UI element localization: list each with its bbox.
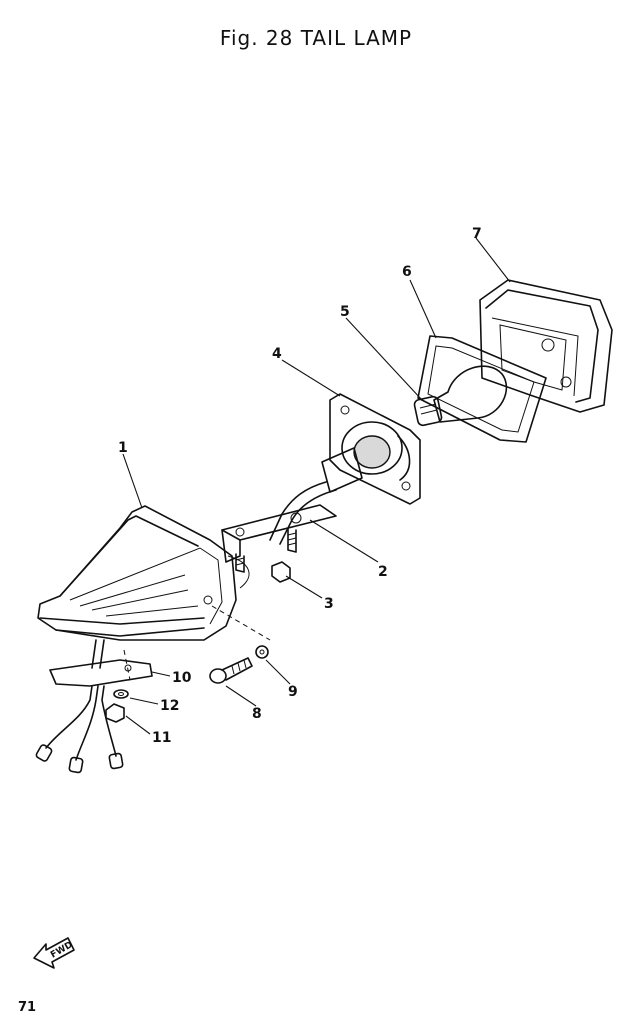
part-10-plate <box>49 639 153 687</box>
page-number: 71 <box>18 1000 37 1015</box>
callout-9: 9 <box>288 684 298 700</box>
part-9-washer <box>255 645 269 659</box>
part-3-nut <box>271 561 291 583</box>
part-11-nut <box>105 703 125 723</box>
part-6-gasket <box>417 335 547 443</box>
leader-lines <box>122 237 511 735</box>
callout-4: 4 <box>272 346 282 362</box>
callout-2: 2 <box>378 564 388 580</box>
callout-11: 11 <box>152 730 171 746</box>
part-2-bracket <box>221 504 337 573</box>
callout-5: 5 <box>340 304 350 320</box>
wire-harness <box>35 685 124 774</box>
part-5-bulb <box>413 365 508 427</box>
callout-8: 8 <box>252 706 262 722</box>
callout-6: 6 <box>402 264 412 280</box>
callout-10: 10 <box>172 670 192 686</box>
callout-3: 3 <box>324 596 334 612</box>
callout-12: 12 <box>160 698 179 714</box>
fwd-arrow-icon: FWD <box>33 937 75 969</box>
alignment-line <box>211 605 271 641</box>
callout-7: 7 <box>472 226 482 242</box>
part-1-housing <box>37 505 250 641</box>
part-12-washer <box>113 689 129 699</box>
figure-title: Fig. 28 TAIL LAMP <box>219 26 413 50</box>
part-7-lens <box>479 279 613 413</box>
part-8-bolt <box>209 657 253 684</box>
callout-1: 1 <box>118 440 128 456</box>
